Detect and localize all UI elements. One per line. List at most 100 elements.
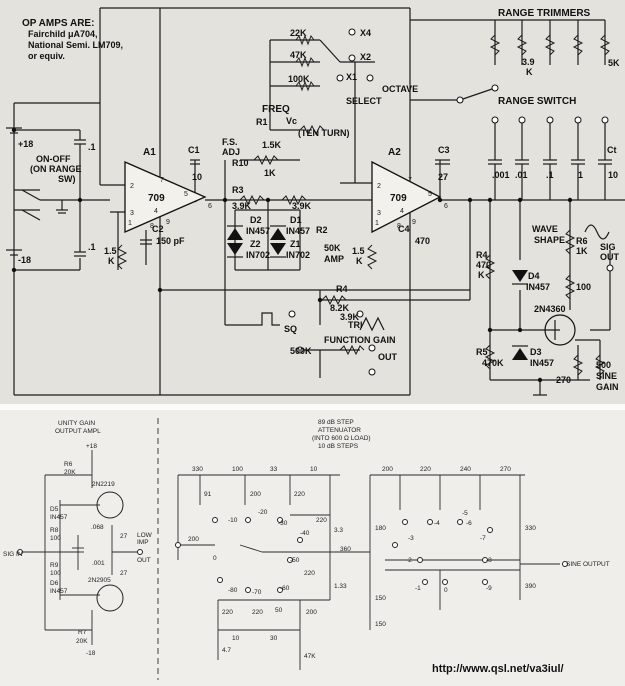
tap-4: -4 (434, 520, 440, 527)
a2-pin1: 1 (375, 220, 379, 227)
v-33: 33 (270, 466, 278, 473)
r2-value: 50K (324, 243, 341, 253)
cap-001: .001 (492, 170, 510, 180)
r8-value: 100 (50, 535, 61, 542)
ten-turn: (TEN TURN) (298, 128, 350, 138)
step-60: -60 (280, 585, 290, 592)
low-imp-2: IMP (137, 539, 149, 546)
r6-label: R6 (576, 236, 588, 246)
a2-pin3: 3 (377, 210, 381, 217)
tri-label: TRI (348, 320, 363, 330)
r-270: 270 (556, 375, 571, 385)
wave-2: SHAPE (534, 235, 565, 245)
v-1-33: 1.33 (334, 583, 347, 590)
r-1k: 1K (264, 168, 276, 178)
q2-label: 2N2905 (88, 577, 111, 584)
c2-label: C2 (152, 224, 164, 234)
r3-label: R3 (232, 185, 244, 195)
a2-pin2: 2 (377, 183, 381, 190)
bottom-labels: UNITY GAIN OUTPUT AMPL +18 -18 R6 20K 2N… (3, 419, 610, 675)
r-3-9-k: K (526, 67, 533, 77)
step-40: -40 (300, 530, 310, 537)
output-attenuator-panel (0, 410, 625, 686)
att-r200: 200 (382, 466, 393, 473)
step-10: -10 (228, 517, 238, 524)
r-500k: 500K (290, 346, 312, 356)
v-200a: 200 (250, 491, 261, 498)
a1-pin7: 7 (160, 177, 164, 184)
c-068: .068 (91, 524, 104, 531)
low-imp-3: OUT (137, 557, 151, 564)
d4-label: D4 (528, 271, 540, 281)
function-gain: FUNCTION GAIN (324, 335, 396, 345)
x2-label: X2 (360, 52, 371, 62)
r4b-value: 470 (476, 260, 491, 270)
r8-label: R8 (50, 527, 59, 534)
r-500: 500 (596, 360, 611, 370)
fet-label: 2N4360 (534, 304, 566, 314)
range-trimmers: RANGE TRIMMERS (498, 8, 591, 19)
v-10b: 10 (232, 635, 240, 642)
c3-label: C3 (438, 145, 450, 155)
low-imp-1: LOW (137, 532, 153, 539)
bottom-m18: -18 (86, 650, 96, 657)
a1-pin5: 5 (184, 191, 188, 198)
r-5k: 5K (608, 58, 620, 68)
cap-0-1: .1 (546, 170, 554, 180)
att-3: (INTO 600 Ω LOAD) (312, 435, 371, 442)
r3-value: 3.9K (232, 201, 252, 211)
step-50: -50 (290, 557, 300, 564)
r4-label: R4 (336, 284, 348, 294)
a1-pin9: 9 (166, 219, 170, 226)
tap-9: -9 (486, 585, 492, 592)
onoff-3: SW) (58, 174, 76, 184)
v-30: 30 (270, 635, 278, 642)
unity-2: OUTPUT AMPL (55, 428, 101, 435)
att-2: ATTENUATOR (318, 427, 361, 434)
v-4-7: 4.7 (222, 647, 231, 654)
v-220c: 220 (304, 570, 315, 577)
v-200b: 200 (188, 536, 199, 543)
bottom-p18: +18 (86, 443, 97, 450)
source-url[interactable]: http://www.qsl.net/va3iul/ (432, 663, 564, 675)
d6-label: D6 (50, 580, 59, 587)
r7-label: R7 (78, 629, 87, 636)
v-200c: 200 (306, 609, 317, 616)
a1-label: A1 (143, 147, 156, 158)
resistor-zigzags (116, 34, 611, 376)
a1-pin2: 2 (130, 183, 134, 190)
z2-type: IN702 (246, 250, 270, 260)
a1-pin1: 1 (128, 220, 132, 227)
cap-01: .01 (515, 170, 528, 180)
opamp-a2 (371, 160, 442, 234)
att-r390: 390 (525, 583, 536, 590)
onoff-2: (ON RANGE (30, 164, 82, 174)
a1-pin8: 8 (150, 223, 154, 230)
step-0: 0 (213, 555, 217, 562)
v-47k: 47K (304, 653, 316, 660)
step-80: -80 (228, 587, 238, 594)
c2-value: 150 pF (156, 236, 185, 246)
a1-pin6: 6 (208, 203, 212, 210)
r-3-9: 3.9 (522, 57, 535, 67)
r6b-value: 20K (64, 469, 76, 476)
r-15-a: 1.5 (104, 246, 117, 256)
opamp-note-1: OP AMPS ARE: (22, 18, 94, 29)
tap-1: -1 (415, 585, 421, 592)
gain-label: GAIN (596, 382, 619, 392)
att-r150a: 150 (375, 595, 386, 602)
opamp-a1 (124, 161, 207, 233)
d3-label: D3 (530, 347, 542, 357)
a2-pin8: 8 (397, 223, 401, 230)
d6-type: IN457 (50, 588, 68, 595)
a1-type: 709 (148, 193, 165, 204)
r-100: 100 (576, 282, 591, 292)
sig-label: SIG (600, 242, 616, 252)
amp-label: AMP (324, 254, 344, 264)
x1-label: X1 (346, 72, 357, 82)
a2-type: 709 (390, 193, 407, 204)
att-r150b: 150 (375, 621, 386, 628)
d5-type: IN457 (50, 514, 68, 521)
a2-pin7: 7 (408, 177, 412, 184)
